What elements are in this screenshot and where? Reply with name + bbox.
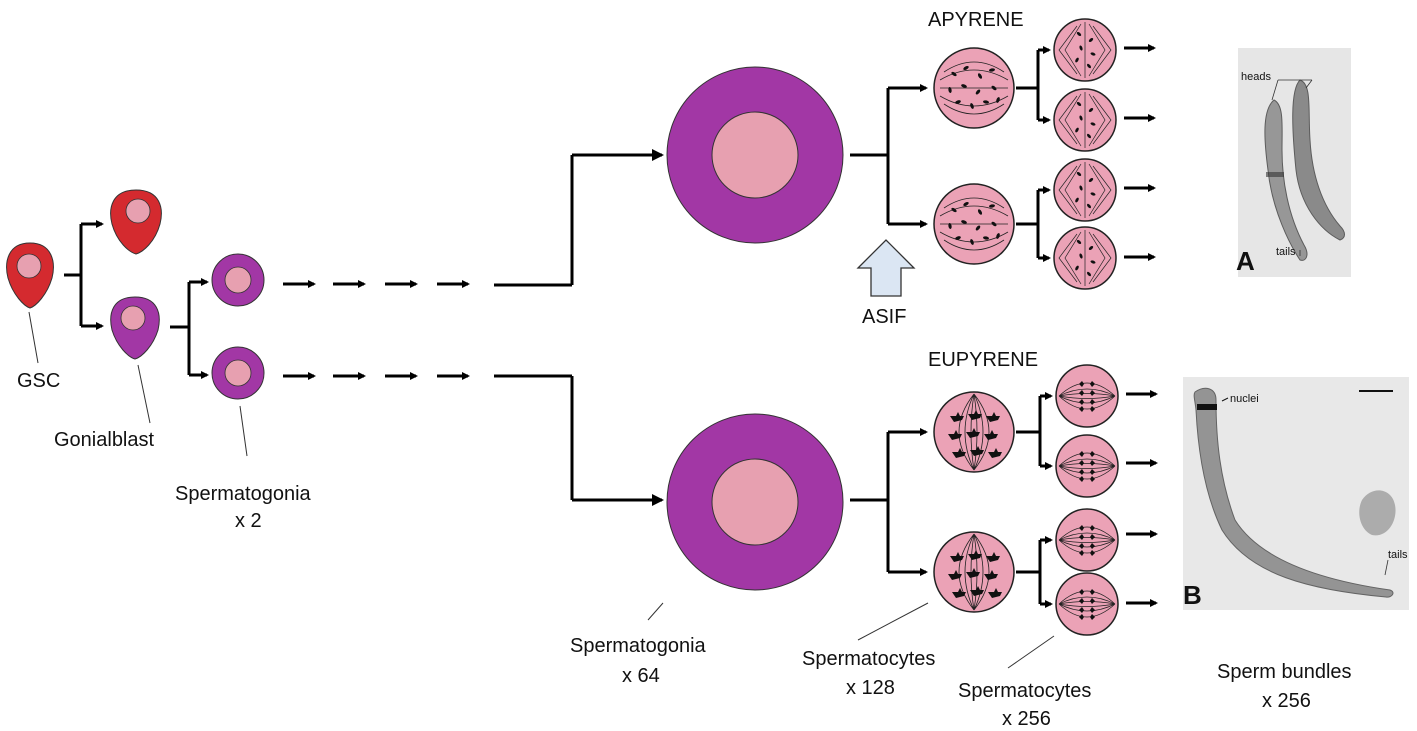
spermatogonia-2-leader-line (239, 405, 248, 457)
gsc-cell (6, 242, 54, 309)
eupyrene-output-arrows (1126, 390, 1158, 607)
apyrene-spermatocyte-1 (933, 47, 1015, 129)
apyrene-label: APYRENE (928, 9, 1024, 31)
spermatogonium-lower (211, 346, 265, 400)
eupyrene-label: EUPYRENE (928, 349, 1038, 371)
eupyrene-spermatid-4 (1055, 572, 1119, 636)
micrograph-b-nuclei-label: nuclei (1230, 393, 1259, 405)
apyrene-meiosis-arrows (850, 84, 928, 228)
spermatogonia-64-leader-line (647, 602, 664, 621)
gonialblast-label: Gonialblast (54, 429, 155, 451)
gsc-label: GSC (17, 370, 60, 392)
micrograph-b-panel-letter: B (1183, 580, 1202, 610)
mitotic-divisions-arrows-upper (283, 149, 664, 288)
micrograph-b (1183, 377, 1409, 610)
micrograph-a-tails-label: tails (1276, 246, 1296, 258)
spermatocytes-128-count: x 128 (846, 677, 895, 699)
micrograph-a (1238, 48, 1351, 277)
daughter-gsc-cell (110, 189, 162, 255)
spermatocytes-128-leader-line (857, 602, 929, 641)
spermatogonia-2-label: Spermatogonia (175, 483, 312, 505)
micrograph-b-tails-label: tails (1388, 549, 1408, 561)
gonialblast-division-arrows (170, 278, 209, 379)
gonialblast-cell (110, 296, 160, 360)
apyrene-spermatid-4 (1053, 226, 1117, 290)
spermatogonium-large-eupyrene (666, 413, 844, 591)
eupyrene-spermatocyte-2 (933, 531, 1015, 613)
eupyrene-meiosis-arrows (850, 428, 928, 576)
gsc-division-arrows (64, 220, 104, 330)
apyrene-spermatid-2 (1053, 88, 1117, 152)
asif-arrow (856, 239, 916, 297)
asif-label: ASIF (862, 306, 906, 328)
gonialblast-leader-line (137, 364, 151, 424)
apyrene-spermatocyte-2 (933, 183, 1015, 265)
apyrene-output-arrows (1124, 44, 1156, 261)
eupyrene-spermatid-1 (1055, 364, 1119, 428)
micrograph-a-panel-letter: A (1236, 246, 1255, 276)
sperm-bundles-label: Sperm bundles (1217, 661, 1352, 683)
apyrene-spermatid-3 (1053, 158, 1117, 222)
spermatocytes-256-label: Spermatocytes (958, 680, 1091, 702)
spermatogonia-64-count: x 64 (622, 665, 660, 687)
eupyrene-spermatid-3 (1055, 508, 1119, 572)
spermatogonium-upper (211, 253, 265, 307)
eupyrene-spermatocyte-1 (933, 391, 1015, 473)
spermatogonia-64-label: Spermatogonia (570, 635, 707, 657)
mitotic-divisions-arrows-lower (283, 372, 664, 506)
gsc-leader-line (28, 311, 39, 364)
spermatocytes-128-label: Spermatocytes (802, 648, 935, 670)
spermatocytes-256-count: x 256 (1002, 708, 1051, 730)
eupyrene-spermatid-2 (1055, 434, 1119, 498)
apyrene-second-division-arrows (1016, 46, 1051, 262)
eupyrene-second-division-arrows (1016, 392, 1053, 608)
sperm-bundles-count: x 256 (1262, 690, 1311, 712)
spermatogonia-2-count: x 2 (235, 510, 262, 532)
spermatocytes-256-leader-line (1007, 635, 1055, 669)
micrograph-a-heads-label: heads (1241, 71, 1271, 83)
spermatogonium-large-apyrene (666, 66, 844, 244)
apyrene-spermatid-1 (1053, 18, 1117, 82)
